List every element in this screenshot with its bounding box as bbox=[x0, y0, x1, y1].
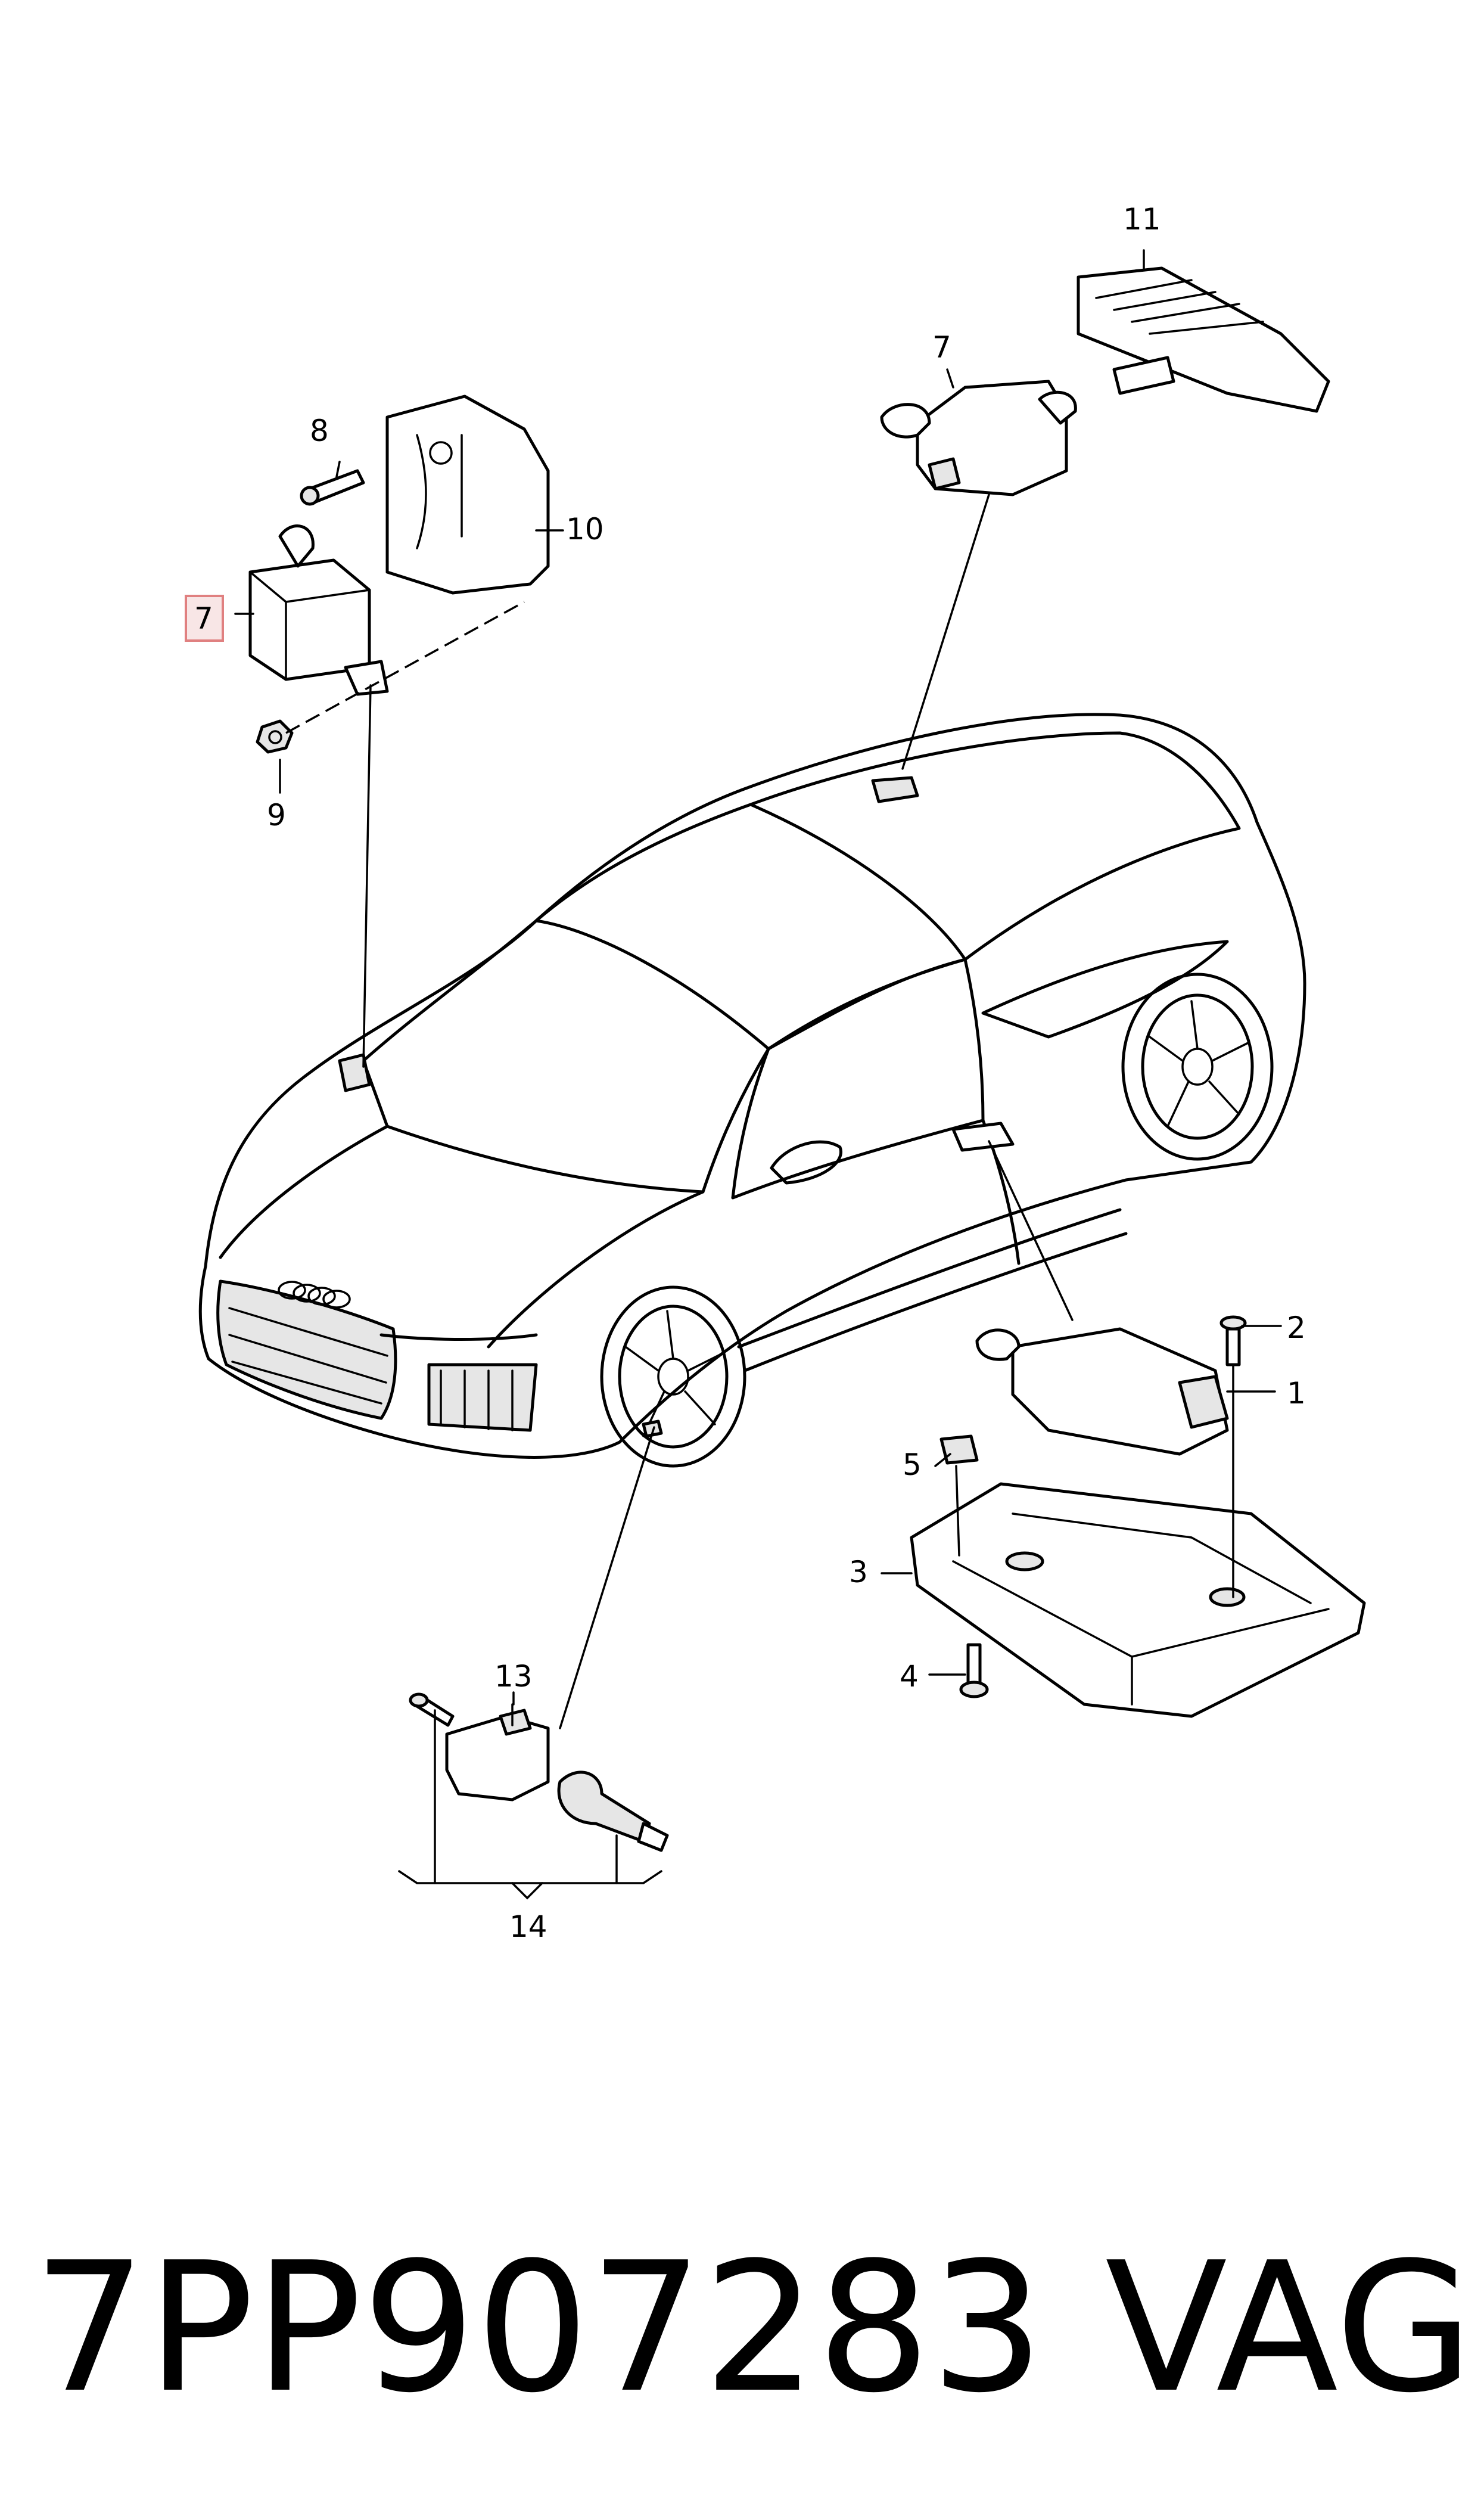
car-illustration bbox=[198, 713, 1306, 1468]
callout-10: 10 bbox=[566, 512, 604, 546]
control-unit-part-7 bbox=[880, 380, 1077, 496]
front-wheel bbox=[600, 1285, 746, 1468]
bracket-part-11 bbox=[1077, 266, 1330, 413]
callout-1: 1 bbox=[1287, 1376, 1306, 1411]
part-number: 7PP907283 bbox=[33, 2224, 1044, 2432]
callout-2: 2 bbox=[1287, 1310, 1306, 1345]
valve-screw-part bbox=[409, 1692, 455, 1727]
control-unit-part-7-highlighted bbox=[248, 524, 389, 696]
door-module-marker bbox=[951, 1122, 1015, 1152]
tpms-sensor-part-13 bbox=[445, 1709, 550, 1801]
rear-wheel bbox=[1121, 973, 1274, 1161]
screw-part-8 bbox=[300, 469, 365, 506]
callout-13: 13 bbox=[494, 1659, 533, 1694]
callout-3: 3 bbox=[849, 1555, 868, 1589]
brand-name: VAG bbox=[1105, 2224, 1473, 2432]
nut-part-9 bbox=[256, 719, 294, 754]
clip-part-5 bbox=[939, 1434, 979, 1465]
callout-8: 8 bbox=[310, 414, 329, 448]
audi-logo bbox=[278, 1281, 351, 1309]
wheel-valve-marker bbox=[642, 1420, 663, 1438]
callout-14: 14 bbox=[509, 1909, 547, 1944]
control-unit-part-1 bbox=[975, 1327, 1229, 1456]
callout-7-highlighted: 7 bbox=[194, 601, 213, 636]
callout-4: 4 bbox=[900, 1659, 919, 1694]
hood-module-marker bbox=[338, 1053, 371, 1092]
callout-11: 11 bbox=[1123, 202, 1161, 237]
callout-5: 5 bbox=[903, 1448, 922, 1482]
bracket-part-10 bbox=[385, 395, 550, 595]
screw-part-4 bbox=[959, 1643, 989, 1698]
bracket-part-3 bbox=[910, 1482, 1366, 1718]
callout-7-highlight-box bbox=[185, 595, 224, 642]
callout-9: 9 bbox=[267, 798, 286, 833]
callout-7: 7 bbox=[932, 330, 951, 365]
roof-module-marker bbox=[871, 776, 919, 803]
valve-part bbox=[557, 1771, 669, 1852]
screw-part-2 bbox=[1219, 1315, 1247, 1366]
